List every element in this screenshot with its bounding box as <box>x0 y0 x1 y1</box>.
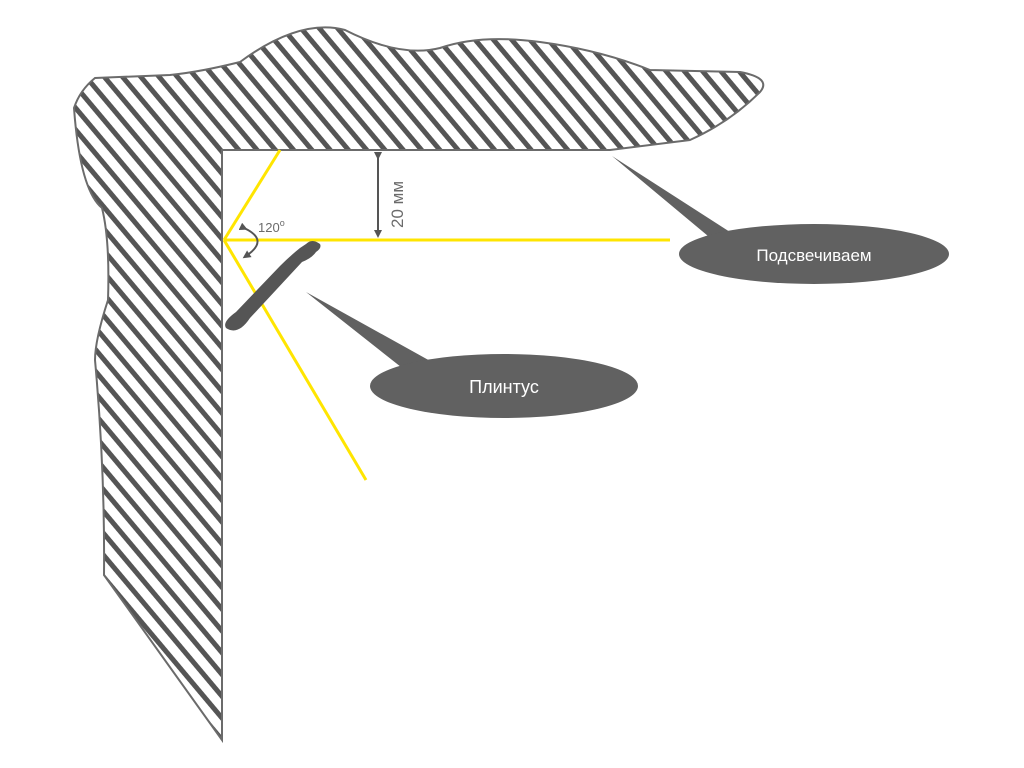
wall-inner-edge <box>221 149 610 740</box>
light-ray-lower <box>222 239 368 481</box>
callout-light-bubble <box>679 224 949 284</box>
light-ray-upper <box>222 149 282 241</box>
angle-arc <box>238 222 259 259</box>
callout-plinth-bubble <box>370 354 638 418</box>
angle-degree-sign: o <box>280 218 285 228</box>
callout-light-label: Подсвечиваем <box>756 246 871 265</box>
wall-ceiling-section <box>72 26 765 744</box>
angle-label: 120o <box>258 218 285 235</box>
callout-plinth-label: Плинтус <box>469 377 539 397</box>
dimension-label: 20 мм <box>388 181 407 228</box>
plinth-profile <box>225 241 321 331</box>
